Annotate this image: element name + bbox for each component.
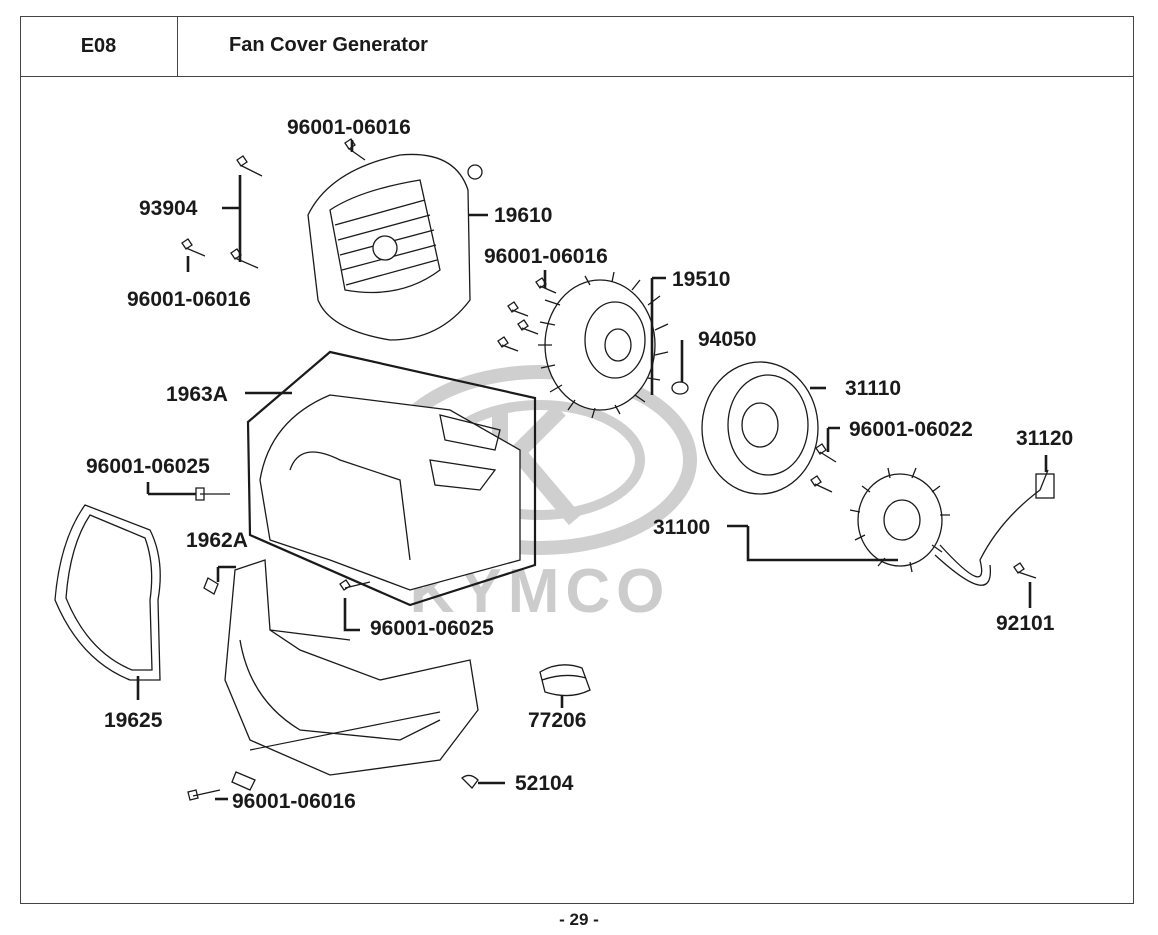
callout-label: 1962A (186, 529, 248, 552)
callout-label: 96001-06025 (370, 617, 494, 640)
callout-label: 52104 (515, 772, 574, 795)
cooling-fan-part (538, 271, 669, 419)
bolt-parts (181, 138, 1037, 801)
flywheel-part (701, 361, 819, 495)
callout-label: 77206 (528, 709, 587, 732)
callout-label: 31100 (653, 516, 711, 539)
page-number: - 29 - (559, 910, 599, 929)
callout-label: 94050 (698, 328, 757, 351)
clip-part (461, 774, 479, 789)
page-frame (20, 16, 1134, 904)
gasket-part (54, 504, 161, 681)
callout-label: 19510 (672, 268, 731, 291)
lower-shroud-part (224, 559, 479, 776)
callout-label: 31120 (1016, 427, 1074, 450)
callout-label: 96001-06016 (484, 245, 608, 268)
stator-part (849, 467, 1055, 586)
callout-label: 1963A (166, 383, 228, 406)
shroud-callout-outline (246, 350, 537, 607)
callout-label: 19610 (494, 204, 553, 227)
section-code: E08 (20, 16, 178, 76)
page-title: Fan Cover Generator (229, 34, 428, 56)
callout-label: 96001-06016 (287, 116, 411, 139)
leader-lines (136, 140, 1048, 801)
rubber-block-part (539, 664, 591, 697)
leader-arrow (249, 711, 441, 751)
upper-shroud-part (259, 394, 521, 591)
callout-label: 19625 (104, 709, 163, 732)
callout-label: 96001-06022 (849, 418, 973, 441)
callout-label: 31110 (845, 377, 902, 400)
washer-part (671, 381, 689, 395)
callout-label: 96001-06025 (86, 455, 210, 478)
callout-label: 93904 (139, 197, 198, 220)
callout-label: 96001-06016 (232, 790, 356, 813)
callout-label: 92101 (996, 612, 1055, 635)
callout-label: 96001-06016 (127, 288, 251, 311)
fan-cover-part (307, 153, 483, 341)
header-divider (20, 76, 1134, 77)
